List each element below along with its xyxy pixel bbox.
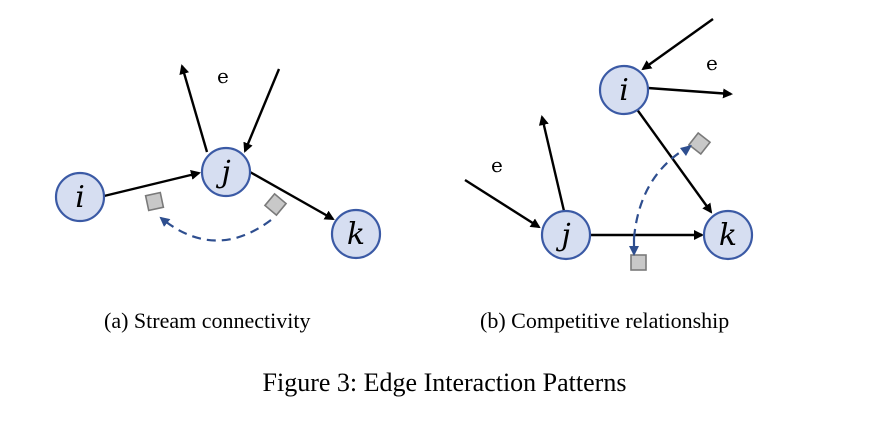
svg-text:k: k	[719, 218, 737, 253]
edge-i-to-k	[635, 107, 713, 214]
edge-i-out-right	[647, 86, 733, 99]
interaction-arrow	[632, 145, 691, 239]
edge-j-out-up	[538, 115, 566, 212]
svg-text:i: i	[619, 73, 629, 108]
edge-into-j	[243, 68, 281, 153]
edge-i-to-j	[103, 170, 201, 198]
panel-b: e e i j k	[464, 18, 754, 271]
edge-token-left	[144, 191, 165, 212]
edge-label-e-top: e	[706, 51, 718, 75]
figure-caption: Figure 3: Edge Interaction Patterns	[262, 368, 627, 397]
caption-competitive-relationship: (b) Competitive relationship	[480, 308, 730, 333]
edge-label-e-left: e	[491, 153, 503, 177]
node-k: k	[330, 208, 382, 260]
edge-into-j	[464, 178, 541, 229]
node-j: j	[540, 209, 592, 261]
node-i: i	[598, 64, 650, 116]
interaction-arrow-up-head	[680, 145, 692, 156]
node-k: k	[702, 209, 754, 261]
edge-token-upper	[687, 131, 712, 156]
edge-j-to-k	[249, 170, 335, 221]
caption-stream-connectivity: (a) Stream connectivity	[104, 308, 311, 333]
edge-into-i	[641, 18, 714, 71]
edge-j-out-up	[179, 64, 209, 153]
diagram-canvas: e i j k	[54, 18, 754, 271]
node-i: i	[54, 171, 106, 223]
interaction-arrow	[159, 216, 272, 242]
node-j: j	[200, 146, 252, 198]
edge-label-e: e	[217, 64, 229, 88]
svg-text:i: i	[75, 180, 85, 215]
edge-token-lower	[630, 254, 647, 271]
edge-token-right	[263, 192, 288, 217]
svg-text:k: k	[347, 217, 365, 252]
panel-a: e i j k	[54, 64, 382, 260]
